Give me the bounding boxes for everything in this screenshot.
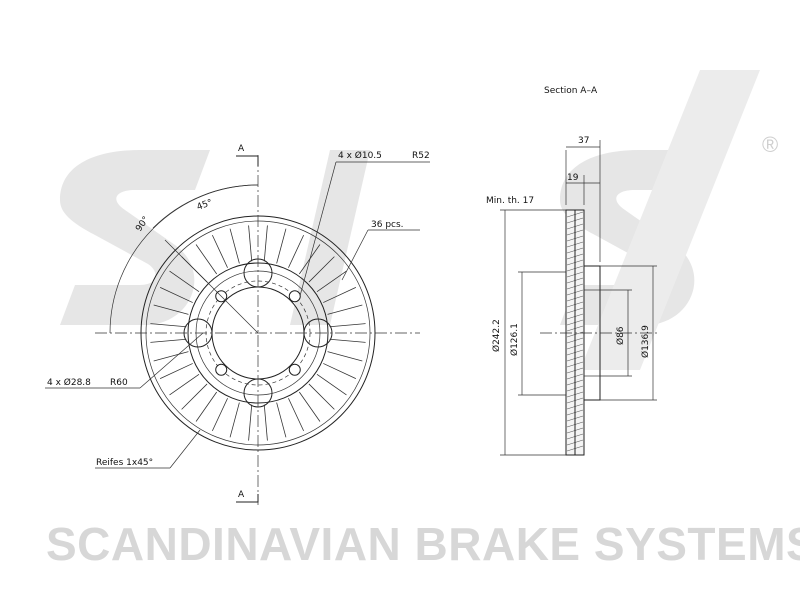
- vanes-leader: [341, 229, 369, 281]
- angle-45-ray: [164, 239, 259, 334]
- cooling-vane: [195, 244, 218, 275]
- cooling-vanes: [150, 225, 366, 441]
- width-label: 37: [578, 136, 589, 146]
- hub-diameter-1-label: Ø126.1: [509, 323, 520, 356]
- chamfer-label: Reifes 1x45°: [96, 458, 153, 468]
- cooling-vane: [153, 351, 189, 362]
- section-marker-bottom: A: [238, 490, 245, 500]
- cooling-vane: [316, 373, 347, 396]
- cooling-vane: [308, 256, 335, 283]
- bolt-hole: [288, 290, 301, 303]
- cooling-vane: [298, 391, 321, 422]
- bolt-radius-label: R52: [412, 151, 430, 161]
- bolt-holes-label: 4 x Ø10.5: [338, 150, 382, 161]
- cooling-vane: [169, 373, 200, 396]
- cooling-vane: [323, 286, 357, 303]
- relief-radius-label: R60: [110, 378, 128, 388]
- vanes-label: 36 pcs.: [371, 220, 404, 230]
- cooling-vane: [159, 363, 193, 380]
- cooling-vane: [276, 228, 287, 264]
- cooling-vane: [276, 402, 287, 438]
- cooling-vane: [229, 402, 240, 438]
- cooling-vane: [195, 391, 218, 422]
- bolt-hole: [215, 363, 228, 376]
- min-thickness-label: Min. th. 17: [486, 196, 534, 206]
- cooling-vane: [211, 234, 228, 268]
- cooling-vane: [150, 338, 187, 343]
- thickness-label: 19: [567, 173, 579, 183]
- front-view: A A 90° 45° 4 x Ø10.5 R52 36 pcs. 4 x Ø2…: [45, 144, 430, 505]
- cooling-vane: [211, 398, 228, 432]
- cooling-vane: [181, 383, 208, 410]
- section-view: Section A–A Min. th. 17 37 19 Ø242.2 Ø12…: [486, 86, 660, 456]
- cooling-vane: [248, 225, 253, 262]
- center-bore-label: Ø86: [615, 326, 626, 345]
- cooling-vane: [316, 270, 347, 293]
- sbs-watermark-logo: [60, 70, 760, 370]
- cooling-vane: [169, 270, 200, 293]
- brand-name: SCANDINAVIAN BRAKE SYSTEMS: [46, 518, 800, 570]
- cooling-vane: [229, 228, 240, 264]
- cooling-vane: [329, 323, 366, 328]
- cooling-vane: [327, 304, 363, 315]
- cooling-vane: [329, 338, 366, 343]
- angle-small-label: 45°: [196, 198, 214, 213]
- bolt-holes-leader: [299, 161, 337, 297]
- cooling-vane: [308, 383, 335, 410]
- cooling-vane: [327, 351, 363, 362]
- cooling-vane: [263, 404, 268, 441]
- cooling-vane: [288, 398, 305, 432]
- cooling-vane: [263, 225, 268, 262]
- cooling-vane: [323, 363, 357, 380]
- registered-mark: ®: [762, 132, 778, 157]
- cooling-vane: [150, 323, 187, 328]
- outer-diameter-label: Ø242.2: [491, 319, 502, 352]
- angle-45-arc: [152, 184, 259, 229]
- cooling-vane: [153, 304, 189, 315]
- cooling-vane: [159, 286, 193, 303]
- relief-holes-leader: [139, 332, 204, 389]
- hub-diameter-2-label: Ø136.9: [640, 325, 651, 358]
- section-marker-bottom-line: [236, 494, 259, 503]
- section-marker-top-line: [236, 155, 259, 166]
- bolt-hole: [288, 363, 301, 376]
- cooling-vane: [248, 404, 253, 441]
- cooling-vane: [288, 234, 305, 268]
- section-title: Section A–A: [544, 86, 598, 96]
- section-marker-top: A: [238, 144, 245, 154]
- chamfer-leader: [169, 429, 201, 469]
- relief-holes-label: 4 x Ø28.8: [47, 377, 91, 388]
